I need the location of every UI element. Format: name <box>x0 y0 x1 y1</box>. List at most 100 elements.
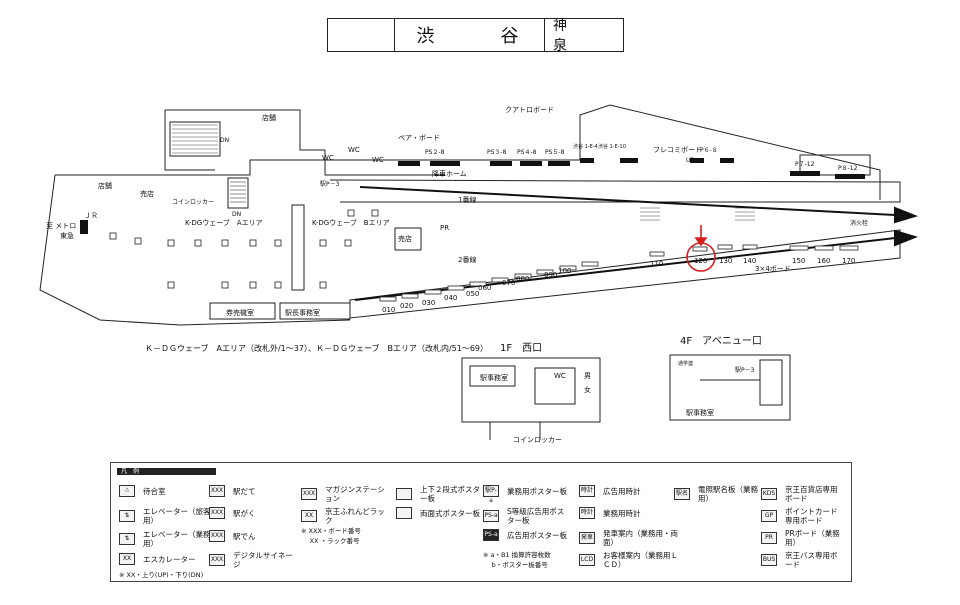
kds-icon: KDS <box>761 488 777 500</box>
legend-ekiden: XXX 駅でん <box>209 530 256 542</box>
legend-waiting-room: ☃ 待合室 <box>119 485 166 497</box>
board-070: 070 <box>502 279 515 287</box>
arrival-platform-label: 降車ホーム <box>432 169 467 178</box>
jr-label: ＪＲ <box>84 212 98 220</box>
station-name: 渋 谷 <box>395 19 545 51</box>
dn-mid-label: DN <box>232 211 241 218</box>
wc1-label: WC <box>322 154 334 162</box>
board-100: 100 <box>558 267 571 275</box>
legend-friend-rack: XX 京王ふれんどラック <box>301 507 385 525</box>
west-locker-label: コインロッカー <box>513 436 562 444</box>
pr-icon: PR <box>761 532 777 544</box>
pair-board-label: ペア・ボード <box>398 134 440 142</box>
legend-ad-clock: 時計 広告用時計 <box>579 485 641 497</box>
board-130: 130 <box>719 257 732 265</box>
board-050: 050 <box>466 290 479 298</box>
board-150: 150 <box>792 257 805 265</box>
departure-icon: 発車 <box>579 532 595 544</box>
kdg-b-label: K-DGウェーブ Bエリア <box>312 218 390 227</box>
p7-label: P７-12 <box>795 161 815 168</box>
stationmaster-label: 駅長事務室 <box>285 308 320 317</box>
track2-arrow <box>894 229 919 247</box>
two-tier-poster-icon <box>396 488 412 500</box>
kiosk-label: 売店 <box>398 234 412 243</box>
ekigaku-icon: XXX <box>209 507 225 519</box>
ps3-label: PS３-8 <box>487 149 507 156</box>
track2-label: 2番線 <box>458 255 476 264</box>
shibuya1-label: 渋谷 1-E-4 <box>573 143 598 150</box>
ps5-label: PS５-8 <box>545 149 565 156</box>
pr-label: PR <box>440 224 449 232</box>
legend-ad-poster: PS-a 広告用ポスター板 <box>483 529 567 541</box>
highlight-arrow-head <box>694 237 708 247</box>
fire-hydrant-label: 消火栓 <box>850 219 868 227</box>
west-office-label: 駅事務室 <box>480 373 508 382</box>
track1-line <box>359 186 896 216</box>
next-station-name: 神 泉 <box>553 18 601 54</box>
elevator-p3-label: 駅P－3 <box>320 181 340 188</box>
avenue-exit-inset <box>669 354 791 421</box>
west-wc-label: WC <box>554 372 566 380</box>
legend-s-grade-poster: PS-a S等級広告用ポスター板 <box>483 507 565 525</box>
coin-locker-label: コインロッカー <box>172 199 214 206</box>
avenue-exit-title: 4F アベニュー口 <box>680 336 762 347</box>
waiting-room-icon: ☃ <box>119 485 135 497</box>
three-by-four-label: 3×4ボード <box>755 265 791 273</box>
double-poster-icon <box>396 507 412 519</box>
p8-label: P８-12 <box>838 165 858 172</box>
legend-digital-signage: XXX デジタルサイネージ <box>209 551 293 569</box>
kdg-a-label: K-DGウェーブ Aエリア <box>185 218 263 227</box>
shop2-label: 売店 <box>140 189 154 198</box>
avenue-corridor-label: 通学連 <box>678 360 693 367</box>
board-020: 020 <box>400 302 413 310</box>
note-ab: ※ a・B1 換算許容枚数 b・ポスター板番号 <box>483 551 551 569</box>
flecomi-board-label: フレコミボード <box>653 146 702 154</box>
avenue-p3-label: 駅P－3 <box>735 367 755 374</box>
board-120: 120 <box>694 257 707 265</box>
legend-bus-board: BUS 京王バス専用ボード <box>761 551 838 569</box>
legend-departure-board: 発車 発車案内（業務用・両面） <box>579 529 678 547</box>
station-title-box: 渋 谷 神 泉 <box>327 18 624 54</box>
board-040: 040 <box>444 294 457 302</box>
staff-poster-icon: 駅P-a <box>483 485 499 504</box>
legend-lcd-guide: LCD お客様案内（業務用ＬＣＤ） <box>579 551 678 569</box>
board-060: 060 <box>478 284 491 292</box>
station-name-icon: 駅名 <box>674 488 690 500</box>
board-090: 090 <box>544 271 557 279</box>
track1-arrow <box>894 206 919 224</box>
quattro-board-label: クアトロボード <box>505 106 554 114</box>
magazine-icon: XXX <box>301 488 317 500</box>
board-010: 010 <box>382 306 395 314</box>
note-board: ※ XXX・ボード番号 XX ・ラック番号 <box>301 527 361 545</box>
legend-magazine-station: XXX マガジンステーション <box>301 485 385 503</box>
legend-gp-board: GP ポイントカード専用ボード <box>761 507 840 525</box>
toyoko-label: 東急 <box>60 231 74 240</box>
legend-pr-board: PR PRボード（業務用） <box>761 529 840 547</box>
gp-icon: GP <box>761 510 777 522</box>
ekidate-icon: XXX <box>209 485 225 497</box>
west-female-label: 女 <box>584 385 591 394</box>
legend-station-name-board: 駅名 電照駅名板（業務用） <box>674 485 758 503</box>
legend-ekigaku: XXX 駅がく <box>209 507 256 519</box>
wc2-label: WC <box>348 146 360 154</box>
track1-label: 1番線 <box>458 195 476 204</box>
staff-clock-icon: 時計 <box>579 507 595 519</box>
shop-top-label: 店舗 <box>262 113 276 122</box>
up-label: UP <box>686 157 694 164</box>
elevator-icon: ⇅ <box>119 510 135 522</box>
bus-icon: BUS <box>761 554 777 566</box>
legend-elevator-passenger: ⇅ エレベーター（旅客用） <box>119 507 213 525</box>
dn-top-label: DN <box>220 137 229 144</box>
legend-title: 凡 例 <box>117 468 216 475</box>
ad-poster-icon: PS-a <box>483 529 499 541</box>
legend-staff-poster: 駅P-a 業務用ポスター板 <box>483 485 571 504</box>
legend-kds-board: KDS 京王百貨店専用ボード <box>761 485 838 503</box>
wc3-label: WC <box>372 156 384 164</box>
elevator-staff-icon: ⇅ <box>119 533 135 545</box>
legend-two-tier-poster: 上下２段式ポスター板 <box>396 485 484 503</box>
board-080: 080 <box>516 275 529 283</box>
kdg-caption: Ｋ－ＤＧウェーブ Aエリア（改札外/1～37）、Ｋ－ＤＧウェーブ Bエリア（改札… <box>145 344 489 353</box>
ticket-office-label: 券売機室 <box>226 308 254 317</box>
title-blank-cell <box>328 19 395 51</box>
